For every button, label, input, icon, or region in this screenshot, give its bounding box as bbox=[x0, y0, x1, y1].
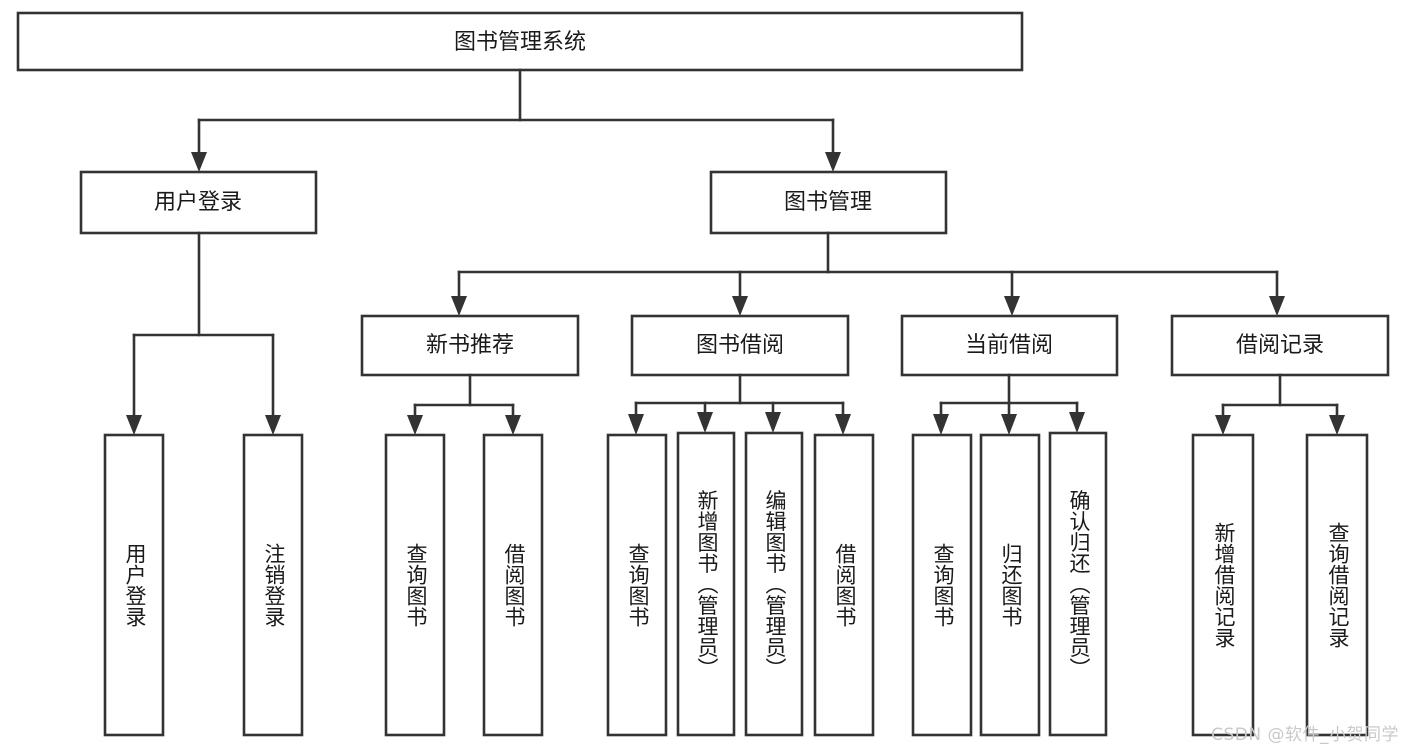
node-book-borrow-label: 图书借阅 bbox=[696, 333, 784, 358]
leaf-box[interactable] bbox=[979, 433, 1041, 737]
leaf-box[interactable] bbox=[242, 433, 304, 737]
arrow-head-borrow-record bbox=[1269, 296, 1285, 316]
arrow-head-leaf bbox=[126, 415, 142, 435]
arrow-head-new-book-recommend bbox=[451, 296, 467, 316]
node-root-box[interactable] bbox=[16, 11, 1024, 72]
leaf-label: 用户登录 bbox=[123, 543, 147, 627]
leaf-borrow-record-1[interactable]: 查询借阅记录 bbox=[1305, 433, 1369, 737]
node-new-book-recommend[interactable]: 新书推荐 bbox=[360, 314, 580, 377]
leaf-box[interactable] bbox=[676, 431, 736, 737]
arrow-head-leaf bbox=[697, 412, 713, 433]
leaf-label: 归还图书 bbox=[999, 543, 1023, 627]
leaf-label: 查询借阅记录 bbox=[1326, 522, 1350, 648]
node-current-borrow[interactable]: 当前借阅 bbox=[900, 314, 1119, 377]
arrow-head-leaf bbox=[505, 415, 521, 435]
node-new-book-recommend-label: 新书推荐 bbox=[426, 333, 514, 358]
leaf-box[interactable] bbox=[384, 433, 446, 737]
arrow-head-book-manage bbox=[825, 152, 841, 172]
leaf-box[interactable] bbox=[1305, 433, 1369, 737]
leaf-box[interactable] bbox=[103, 433, 165, 737]
leaf-box[interactable] bbox=[1048, 431, 1108, 737]
leaf-label: 编辑图书（管理员） bbox=[763, 490, 787, 679]
connector-borrow-record-to-leaves bbox=[1215, 373, 1345, 435]
connector-current-borrow-to-leaves bbox=[933, 373, 1085, 435]
leaf-label: 查询图书 bbox=[931, 543, 955, 627]
connector-new-book-recommend-to-leaves bbox=[407, 373, 521, 435]
arrow-head-leaf bbox=[628, 414, 644, 435]
node-root[interactable]: 图书管理系统 bbox=[16, 11, 1024, 72]
arrow-head-leaf bbox=[265, 415, 281, 435]
leaf-label: 查询图书 bbox=[626, 543, 650, 627]
leaf-new-book-recommend-0[interactable]: 查询图书 bbox=[384, 433, 446, 737]
node-book-manage-label: 图书管理 bbox=[784, 190, 872, 215]
node-borrow-record-label: 借阅记录 bbox=[1236, 333, 1324, 358]
arrow-head-leaf bbox=[1001, 414, 1017, 435]
leaf-box[interactable] bbox=[813, 433, 875, 737]
leaf-book-borrow-1[interactable]: 新增图书（管理员） bbox=[676, 431, 736, 737]
arrow-head-book-borrow bbox=[732, 296, 748, 316]
leaf-box[interactable] bbox=[1191, 433, 1255, 737]
node-user-login-label: 用户登录 bbox=[154, 190, 242, 215]
connector-root-to-level2 bbox=[191, 68, 841, 172]
connector-book-manage-to-level3 bbox=[451, 231, 1285, 316]
leaf-label: 新增图书（管理员） bbox=[695, 490, 719, 679]
arrow-head-leaf bbox=[933, 414, 949, 435]
node-user-login[interactable]: 用户登录 bbox=[79, 170, 318, 235]
leaf-box[interactable] bbox=[744, 431, 804, 737]
arrow-head-user-login bbox=[191, 152, 207, 172]
arrow-head-leaf bbox=[1069, 412, 1085, 433]
arrow-head-leaf bbox=[765, 412, 781, 433]
leaf-label: 借阅图书 bbox=[502, 543, 526, 627]
node-root-label: 图书管理系统 bbox=[454, 30, 586, 55]
node-current-borrow-box[interactable] bbox=[900, 314, 1119, 377]
leaf-user-login-1[interactable]: 注销登录 bbox=[242, 433, 304, 737]
leaf-book-borrow-3[interactable]: 借阅图书 bbox=[813, 433, 875, 737]
leaf-box[interactable] bbox=[482, 433, 544, 737]
leaf-label: 确认归还（管理员） bbox=[1067, 490, 1091, 679]
node-book-manage[interactable]: 图书管理 bbox=[709, 170, 948, 235]
leaf-new-book-recommend-1[interactable]: 借阅图书 bbox=[482, 433, 544, 737]
leaf-label: 查询图书 bbox=[404, 543, 428, 627]
arrow-head-leaf bbox=[1215, 415, 1231, 435]
arrow-head-leaf bbox=[1329, 415, 1345, 435]
node-borrow-record[interactable]: 借阅记录 bbox=[1170, 314, 1390, 377]
leaf-borrow-record-0[interactable]: 新增借阅记录 bbox=[1191, 433, 1255, 737]
watermark: CSDN @软件_小贺同学 bbox=[1211, 725, 1399, 745]
leaf-label: 新增借阅记录 bbox=[1212, 522, 1236, 648]
leaf-box[interactable] bbox=[606, 433, 668, 737]
leaf-label: 注销登录 bbox=[262, 543, 286, 627]
node-new-book-recommend-box[interactable] bbox=[360, 314, 580, 377]
arrow-head-current-borrow bbox=[1004, 296, 1020, 316]
leaf-user-login-0[interactable]: 用户登录 bbox=[103, 433, 165, 737]
node-current-borrow-label: 当前借阅 bbox=[965, 333, 1053, 358]
arrow-head-leaf bbox=[407, 415, 423, 435]
leaf-label: 借阅图书 bbox=[833, 543, 857, 627]
connector-book-borrow-to-leaves bbox=[628, 373, 851, 435]
connector-user-login-to-leaves bbox=[126, 231, 281, 435]
node-user-login-box[interactable] bbox=[79, 170, 318, 235]
leaf-book-borrow-0[interactable]: 查询图书 bbox=[606, 433, 668, 737]
node-book-borrow[interactable]: 图书借阅 bbox=[630, 314, 850, 377]
leaf-current-borrow-2[interactable]: 确认归还（管理员） bbox=[1048, 431, 1108, 737]
leaf-book-borrow-2[interactable]: 编辑图书（管理员） bbox=[744, 431, 804, 737]
leaf-current-borrow-0[interactable]: 查询图书 bbox=[911, 433, 973, 737]
arrow-head-leaf bbox=[835, 414, 851, 435]
leaf-box[interactable] bbox=[911, 433, 973, 737]
leaf-current-borrow-1[interactable]: 归还图书 bbox=[979, 433, 1041, 737]
